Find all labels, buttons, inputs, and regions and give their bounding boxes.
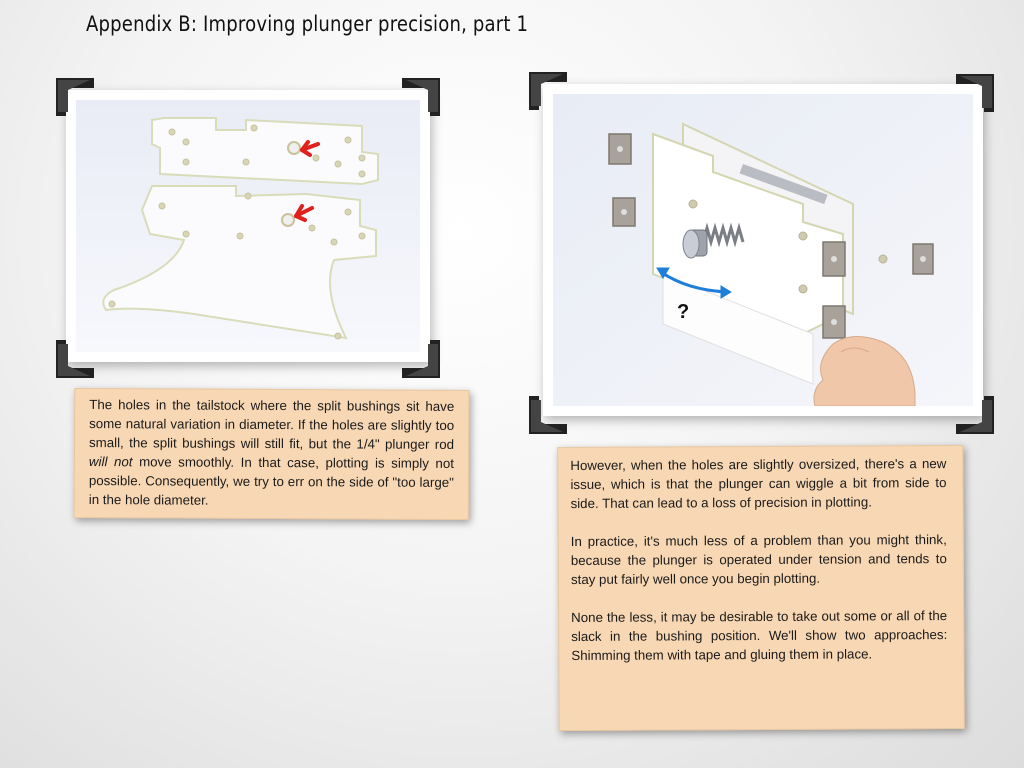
photo-corner-top-right-icon xyxy=(956,74,994,112)
left-note-emphasis: will not xyxy=(88,454,133,470)
right-note-paragraph: However, when the holes are slightly ove… xyxy=(570,456,947,511)
right-note: However, when the holes are slightly ove… xyxy=(557,444,965,732)
photo-corner-bottom-left-icon xyxy=(56,340,94,378)
slide-title: Appendix B: Improving plunger precision,… xyxy=(86,12,529,36)
plunger-plates-photo xyxy=(76,100,420,352)
left-note: The holes in the tailstock where the spl… xyxy=(73,387,470,521)
left-note-text-part1: The holes in the tailstock where the spl… xyxy=(89,397,455,452)
right-note-paragraph: In practice, it's much less of a problem… xyxy=(570,532,947,587)
wiggle-question-mark: ? xyxy=(677,301,689,323)
left-photo-frame xyxy=(66,90,430,362)
photo-corner-top-left-icon xyxy=(529,72,567,110)
photo-corner-bottom-right-icon xyxy=(956,396,994,434)
tailstock-assembly-photo: ? xyxy=(553,94,973,406)
left-note-text-part2: move smoothly. In that case, plotting is… xyxy=(88,454,454,508)
photo-corner-top-left-icon xyxy=(56,78,94,116)
photo-corner-bottom-left-icon xyxy=(529,396,567,434)
right-photo-frame: ? xyxy=(543,84,983,416)
right-note-paragraph: None the less, it may be desirable to ta… xyxy=(571,608,948,663)
photo-corner-bottom-right-icon xyxy=(402,340,440,378)
photo-corner-top-right-icon xyxy=(402,78,440,116)
